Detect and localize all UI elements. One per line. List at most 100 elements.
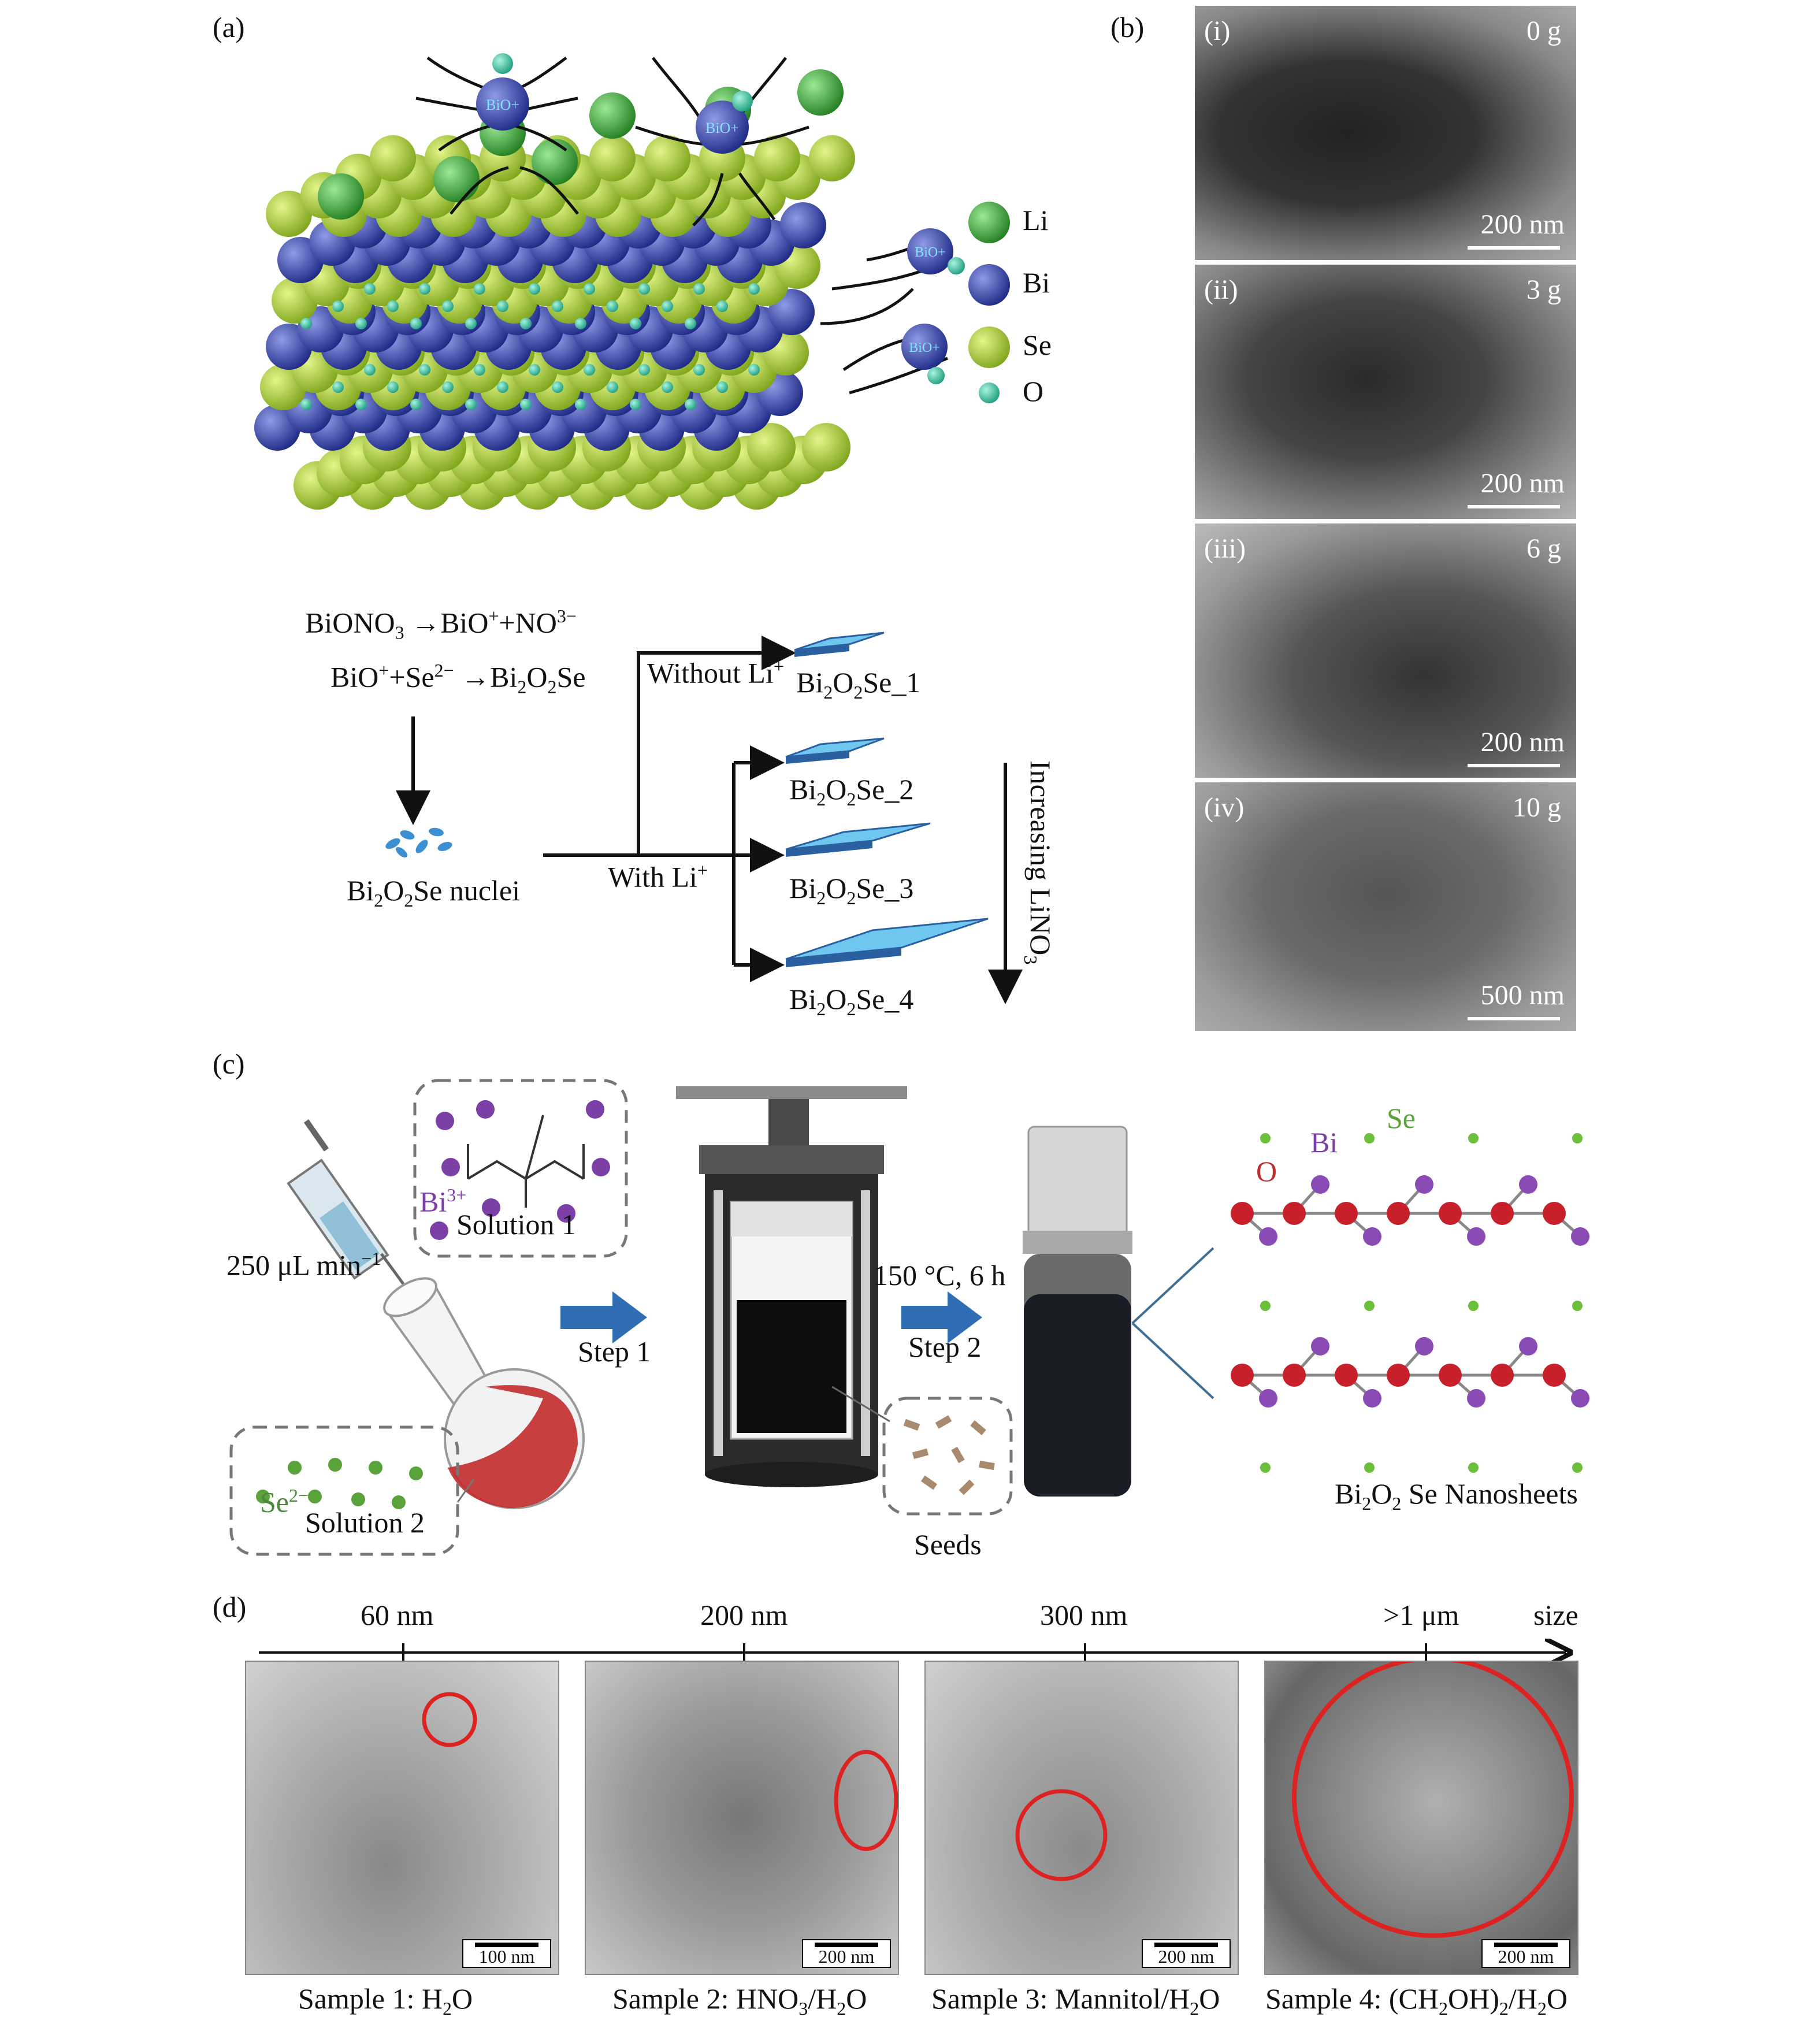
step-2-arrow <box>901 1291 982 1343</box>
condition-label: 150 °C, 6 h <box>874 1259 1006 1291</box>
lattice-atom <box>419 364 430 376</box>
crystal-lattice <box>254 69 855 510</box>
tem-image-10g: (iv) 10 g 500 nm <box>1195 782 1576 1031</box>
size-tick-1um: >1 μm <box>1383 1599 1459 1631</box>
lattice-atom <box>1231 1202 1254 1225</box>
syringe-icon <box>287 1119 405 1285</box>
lattice-atom <box>364 364 376 376</box>
lattice-atom <box>662 381 673 393</box>
equation-1: BiONO3 →BiO++NO3− <box>305 606 577 643</box>
autoclave-icon <box>676 1086 907 1487</box>
lattice-atom <box>1415 1175 1433 1194</box>
lattice-atom <box>529 364 540 376</box>
lattice-atom <box>1491 1364 1514 1387</box>
lattice-atom <box>1311 1337 1329 1356</box>
lattice-atom <box>1572 1133 1583 1143</box>
lattice-atom <box>300 318 312 329</box>
lattice-atom <box>497 381 508 393</box>
lattice-atom <box>685 399 696 410</box>
nuclei-label: Bi2O2Se nuclei <box>347 874 521 911</box>
size-tick-300nm: 300 nm <box>1040 1599 1128 1631</box>
lattice-atom <box>532 139 578 185</box>
lattice-atom <box>1260 1133 1271 1143</box>
tem-sample-2: 200 nm <box>585 1661 899 1975</box>
lattice-atom <box>1260 1462 1271 1473</box>
solution-1-label: Solution 1 <box>456 1208 576 1241</box>
lattice-atom <box>1571 1389 1589 1408</box>
svg-text:BiO+: BiO+ <box>486 96 519 113</box>
lattice-atom <box>465 399 477 410</box>
lattice-atom <box>520 318 532 329</box>
lattice-atom <box>780 202 826 248</box>
lattice-atom <box>497 300 508 312</box>
atom-bi-label: Bi <box>1310 1126 1338 1158</box>
lattice-atom <box>442 381 454 393</box>
product-label-4: Bi2O2Se_4 <box>789 983 914 1019</box>
legend-o-label: O <box>1023 375 1044 407</box>
panel-label-b: (b) <box>1110 11 1145 43</box>
lattice-atom <box>584 283 595 295</box>
lattice-atom <box>1543 1364 1566 1387</box>
lattice-atom <box>1231 1364 1254 1387</box>
tem-sample-3: 200 nm <box>924 1661 1239 1975</box>
legend-se-label: Se <box>1023 329 1052 361</box>
nuclei-particles <box>385 827 452 857</box>
lattice-atom <box>552 300 563 312</box>
lattice-atom <box>1467 1389 1485 1408</box>
nanosheets-label: Bi2O2 Se Nanosheets <box>1335 1477 1578 1514</box>
lattice-atom <box>693 364 705 376</box>
sample-2-caption: Sample 2: HNO3/H2O <box>612 1982 867 2019</box>
size-axis <box>259 1624 1577 1676</box>
lattice-atom <box>1259 1389 1277 1408</box>
lattice-atom <box>630 318 641 329</box>
atom-se-label: Se <box>1387 1102 1416 1134</box>
lattice-atom <box>747 423 796 471</box>
lattice-atom <box>552 381 563 393</box>
size-tick-60nm: 60 nm <box>361 1599 434 1631</box>
lattice-atom <box>1572 1301 1583 1311</box>
lattice-atom <box>1439 1364 1462 1387</box>
lattice-atom <box>529 283 540 295</box>
lattice-atom <box>1415 1337 1433 1356</box>
lattice-atom <box>1283 1202 1306 1225</box>
bi2o2se-layer-structure <box>1231 1133 1589 1473</box>
panel-label-a: (a) <box>213 11 245 43</box>
lattice-atom <box>716 381 728 393</box>
lattice-atom <box>1387 1364 1410 1387</box>
lattice-atom <box>355 318 367 329</box>
lattice-atom <box>332 381 344 393</box>
bi3-ions <box>430 1100 610 1240</box>
lattice-atom <box>410 318 422 329</box>
lattice-atom <box>387 300 399 312</box>
step-1-arrow <box>560 1291 647 1343</box>
lattice-atom <box>465 318 477 329</box>
tem-image-6g: (iii) 6 g 200 nm <box>1195 523 1576 778</box>
seeds-label: Seeds <box>914 1528 982 1561</box>
injection-rate-label: 250 μL min−1 <box>226 1248 381 1282</box>
lattice-atom <box>1363 1389 1381 1408</box>
hydrothermal-synthesis-diagram <box>229 1079 1589 1556</box>
lattice-atom <box>1571 1227 1589 1246</box>
size-tick-200nm: 200 nm <box>700 1599 788 1631</box>
lattice-atom <box>748 364 760 376</box>
seeds-box <box>882 1397 1013 1516</box>
lattice-atom <box>1467 1227 1485 1246</box>
lattice-atom <box>1335 1364 1358 1387</box>
lattice-atom <box>364 283 376 295</box>
lattice-atom <box>607 381 618 393</box>
lattice-atom <box>1364 1301 1375 1311</box>
panel-label-d: (d) <box>213 1591 247 1623</box>
lattice-atom <box>589 92 636 139</box>
lattice-atom <box>1283 1364 1306 1387</box>
arrow-without-li <box>543 636 796 857</box>
lattice-atom <box>419 283 430 295</box>
lattice-atom <box>1468 1133 1479 1143</box>
sample-1-caption: Sample 1: H2O <box>298 1982 473 2019</box>
product-label-3: Bi2O2Se_3 <box>789 872 914 908</box>
lattice-atom <box>332 300 344 312</box>
se2-ions <box>256 1458 423 1509</box>
tem-sample-1: 100 nm <box>245 1661 559 1975</box>
lattice-atom <box>1364 1462 1375 1473</box>
lattice-atom <box>1491 1202 1514 1225</box>
lattice-atom <box>575 318 586 329</box>
